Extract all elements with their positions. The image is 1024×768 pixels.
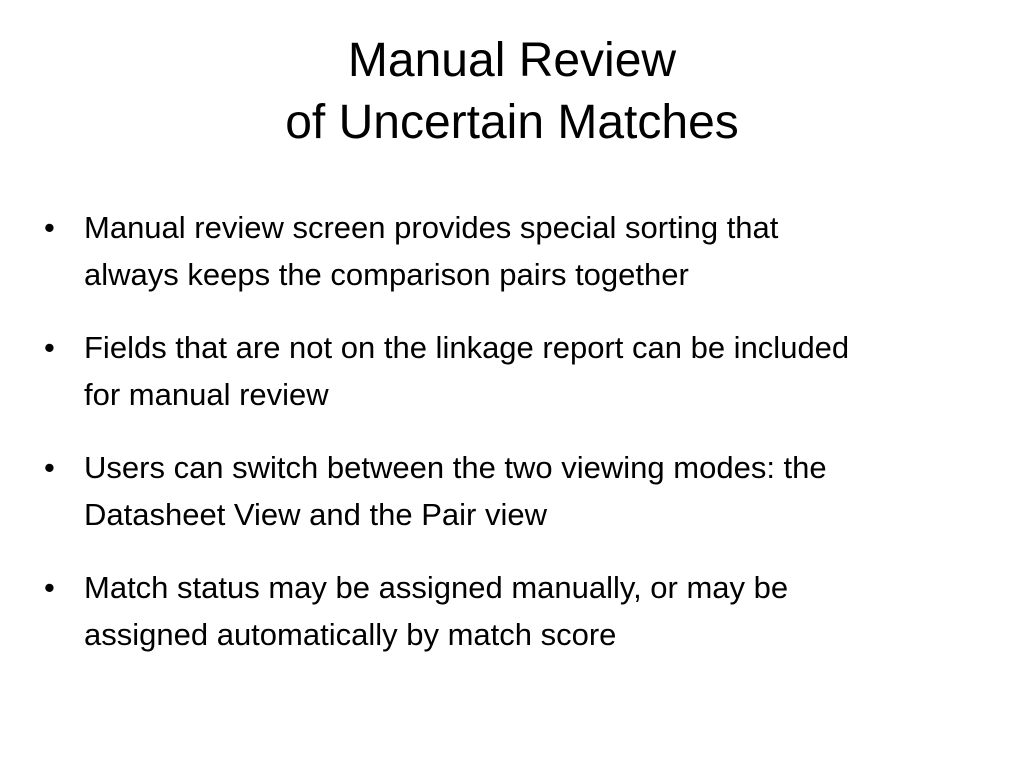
title-line-1: Manual Review — [347, 34, 677, 87]
bullet-item: • Fields that are not on the linkage rep… — [44, 324, 1004, 418]
bullet-text-line: always keeps the comparison pairs togeth… — [84, 257, 689, 292]
bullet-text-line: assigned automatically by match score — [84, 617, 617, 652]
bullet-icon: • — [44, 450, 55, 485]
bullet-text-line: Users can switch between the two viewing… — [84, 450, 827, 485]
bullet-item: • Users can switch between the two viewi… — [44, 444, 1004, 538]
bullet-item: • Match status may be assigned manually,… — [44, 564, 1004, 658]
bullet-icon: • — [44, 570, 55, 605]
bullet-icon: • — [44, 210, 55, 245]
bullet-text-line: Match status may be assigned manually, o… — [84, 570, 789, 605]
bullet-text-line: Datasheet View and the Pair view — [84, 497, 547, 532]
bullet-list: • Manual review screen provides special … — [44, 204, 1004, 684]
bullet-text-line: Fields that are not on the linkage repor… — [84, 330, 850, 365]
bullet-text-line: Manual review screen provides special so… — [84, 210, 779, 245]
slide-title: Manual Review of Uncertain Matches — [0, 30, 1024, 154]
bullet-item: • Manual review screen provides special … — [44, 204, 1004, 298]
bullet-text-line: for manual review — [84, 377, 329, 412]
title-line-2: of Uncertain Matches — [285, 96, 739, 149]
bullet-icon: • — [44, 330, 55, 365]
